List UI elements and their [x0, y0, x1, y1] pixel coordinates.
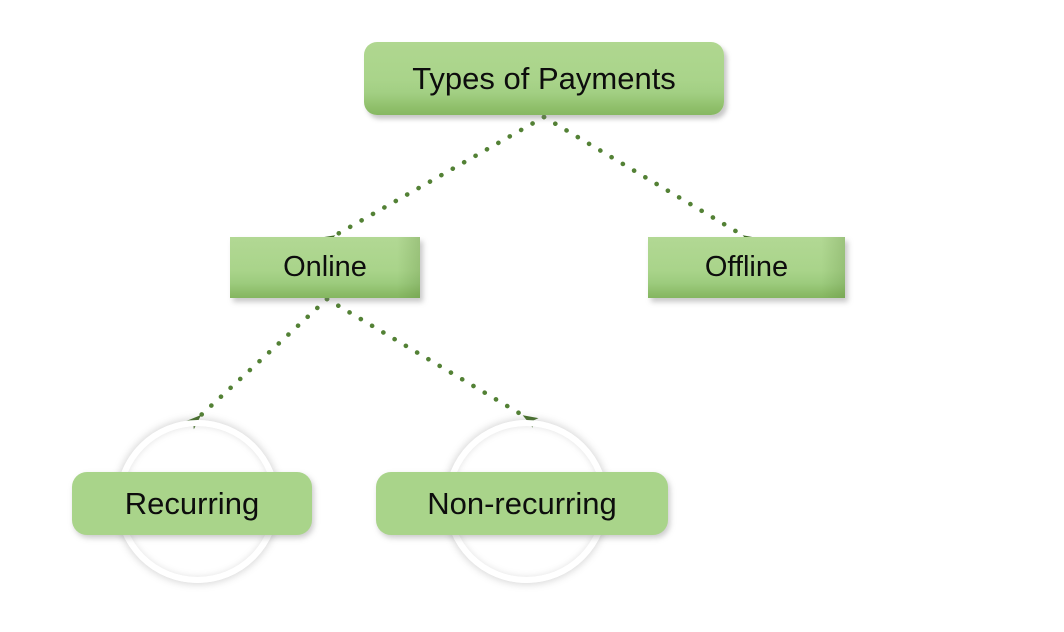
- node-recurring[interactable]: Recurring: [72, 472, 312, 535]
- edge-root-offline: [541, 114, 759, 248]
- node-label: Types of Payments: [412, 61, 676, 96]
- node-label: Offline: [704, 251, 789, 283]
- edge-root-online: [319, 114, 547, 248]
- edge-online-nonrecurring: [324, 296, 539, 428]
- node-label: Recurring: [124, 486, 260, 521]
- node-non-recurring[interactable]: Non-recurring: [376, 472, 668, 535]
- node-online[interactable]: Online: [230, 237, 420, 298]
- node-label: Online: [283, 251, 367, 283]
- node-label: Non-recurring: [427, 486, 617, 521]
- node-types-of-payments[interactable]: Types of Payments: [364, 42, 724, 115]
- node-offline[interactable]: Offline: [648, 237, 845, 298]
- edge-online-recurring: [186, 296, 330, 430]
